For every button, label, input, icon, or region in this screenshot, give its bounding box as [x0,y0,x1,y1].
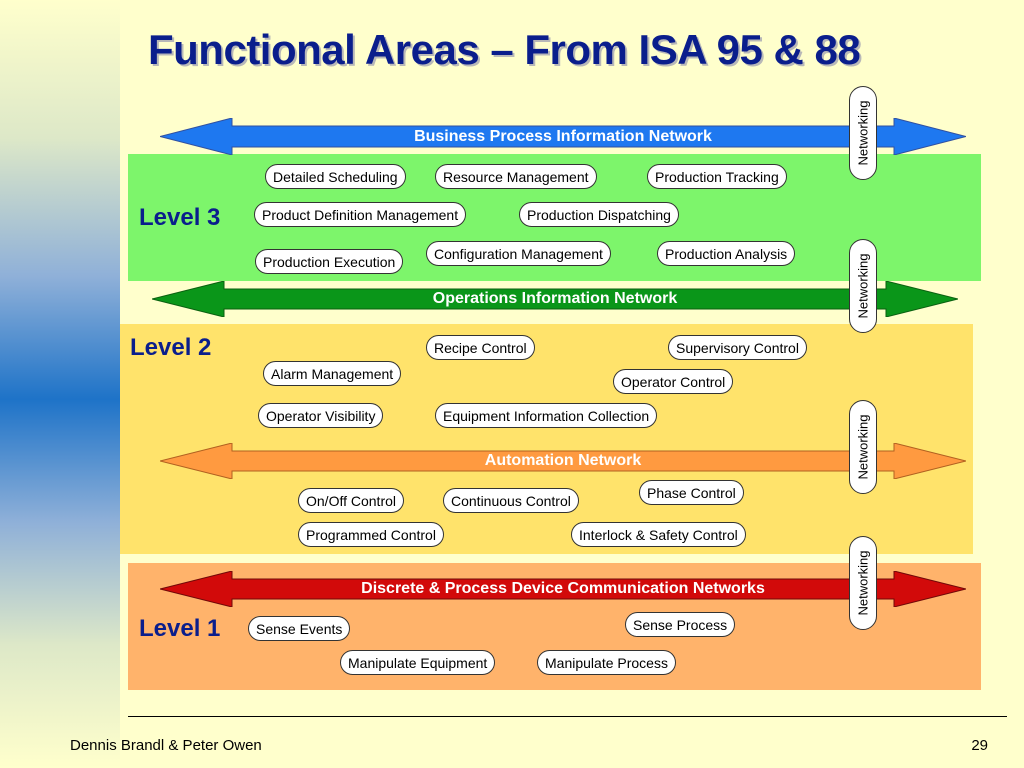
device-network-arrow: Discrete & Process Device Communication … [160,571,966,607]
level-2-label: Level 2 [130,334,212,361]
footer-divider [128,716,1007,717]
networking-label-2: Networking [849,239,877,333]
function-phase-control: Phase Control [639,480,744,505]
automation-network-label: Automation Network [484,452,642,469]
function-production-tracking: Production Tracking [647,164,787,189]
function-programmed-control: Programmed Control [298,522,444,547]
function-operator-visibility: Operator Visibility [258,403,384,428]
function-on-off-control: On/Off Control [298,488,405,513]
device-network-arrow-shape [160,571,966,607]
function-production-analysis: Production Analysis [657,241,796,266]
function-production-dispatching: Production Dispatching [519,202,679,227]
business-network-arrow-shape [160,118,966,155]
operations-network-arrow: Operations Information Network [152,281,958,317]
side-gradient-strip [0,0,120,768]
device-network-label: Discrete & Process Device Communication … [361,580,765,597]
business-network-arrow: Business Process Information Network [160,118,966,155]
networking-text-1: Networking [855,100,871,166]
function-equipment-information-collection: Equipment Information Collection [435,403,658,428]
networking-text-4: Networking [855,550,871,616]
operations-network-label: Operations Information Network [432,290,678,307]
function-recipe-control: Recipe Control [426,335,535,360]
level-2-band [120,324,973,554]
slide-number: 29 [971,737,988,754]
operations-network-arrow-shape [152,281,958,317]
function-continuous-control: Continuous Control [443,488,579,513]
function-resource-management: Resource Management [435,164,597,189]
function-manipulate-process: Manipulate Process [537,650,676,675]
function-operator-control: Operator Control [613,369,734,394]
function-product-definition-management: Product Definition Management [254,202,467,227]
networking-text-3: Networking [855,414,871,480]
footer-authors: Dennis Brandl & Peter Owen [70,737,262,754]
function-interlock-safety-control: Interlock & Safety Control [571,522,746,547]
function-alarm-management: Alarm Management [263,361,402,386]
networking-text-2: Networking [855,253,871,319]
slide-title: Functional Areas – From ISA 95 & 88 [148,26,861,73]
level-1-label: Level 1 [139,615,221,642]
automation-network-arrow-shape [160,443,966,479]
level-3-label: Level 3 [139,204,221,231]
function-detailed-scheduling: Detailed Scheduling [265,164,406,189]
function-configuration-management: Configuration Management [426,241,611,266]
networking-label-4: Networking [849,536,877,630]
function-sense-events: Sense Events [248,616,351,641]
function-supervisory-control: Supervisory Control [668,335,807,360]
networking-label-3: Networking [849,400,877,494]
function-manipulate-equipment: Manipulate Equipment [340,650,496,675]
business-network-label: Business Process Information Network [414,127,712,145]
networking-label-1: Networking [849,86,877,180]
function-sense-process: Sense Process [625,612,736,637]
automation-network-arrow: Automation Network [160,443,966,479]
function-production-execution: Production Execution [255,249,404,274]
